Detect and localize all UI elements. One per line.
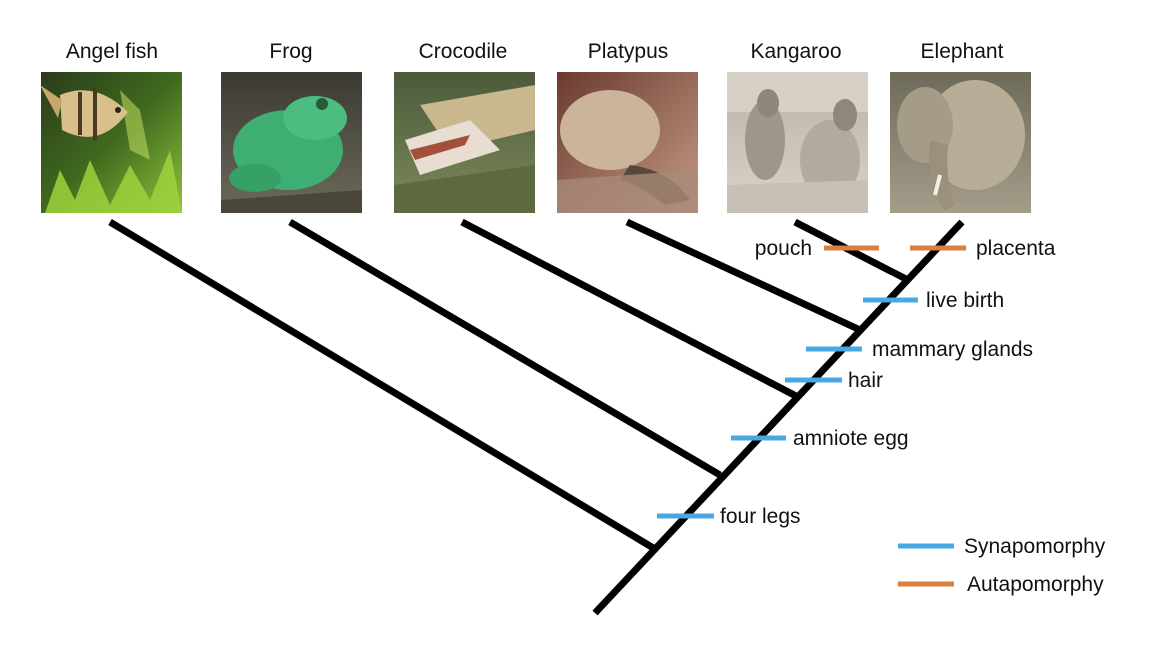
elephant-photo <box>890 72 1031 213</box>
taxon-name-platypus: Platypus <box>588 40 669 63</box>
legend-label-autapomorphy: Autapomorphy <box>967 573 1104 596</box>
legend-label-synapomorphy: Synapomorphy <box>964 535 1106 558</box>
trait-label-amniote-egg: amniote egg <box>793 427 909 450</box>
trait-label-hair: hair <box>848 369 883 392</box>
trait-label-four-legs: four legs <box>720 505 801 528</box>
frog-photo <box>221 72 362 213</box>
crocodile-photo <box>394 72 535 213</box>
taxon-name-kangaroo: Kangaroo <box>750 40 841 63</box>
platypus-photo <box>557 72 698 213</box>
trait-label-live-birth: live birth <box>926 289 1004 312</box>
taxon-name-elephant: Elephant <box>921 40 1004 63</box>
angel-fish-photo <box>40 72 182 213</box>
trait-label-placenta: placenta <box>976 237 1056 260</box>
taxon-name-crocodile: Crocodile <box>419 40 508 63</box>
branch-frog <box>290 222 720 475</box>
tree-branches <box>110 222 962 613</box>
trait-label-pouch: pouch <box>755 237 812 260</box>
branch-crocodile <box>462 222 796 396</box>
taxon-name-frog: Frog <box>269 40 312 63</box>
taxon-name-angel-fish: Angel fish <box>66 40 158 63</box>
kangaroo-photo <box>727 72 868 213</box>
legend: Synapomorphy Autapomorphy <box>898 535 1106 596</box>
trait-label-mammary-glands: mammary glands <box>872 338 1033 361</box>
